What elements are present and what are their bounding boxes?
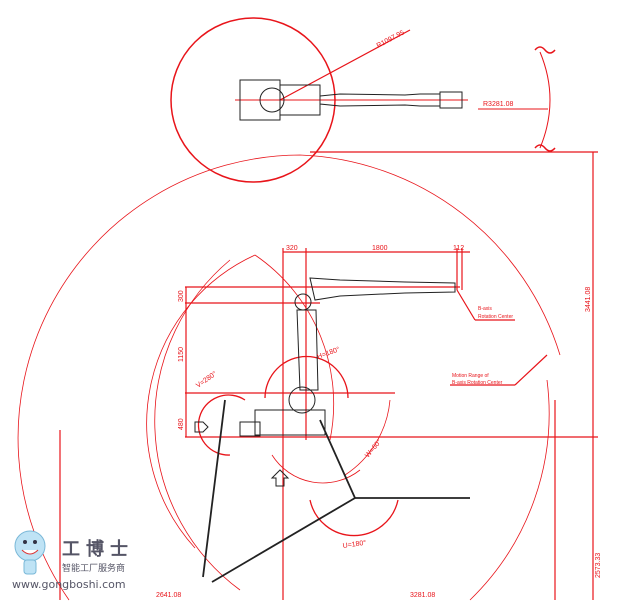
outer-arc-break — [539, 51, 551, 149]
robot-top-view — [239, 79, 463, 121]
dim-480: 480 — [178, 418, 185, 430]
lower-arc — [271, 454, 361, 484]
dim-3441: 3441.08 — [585, 287, 592, 312]
outer-arc-lower-right — [469, 379, 550, 601]
front-arrow-icon — [270, 469, 290, 487]
label-w-angle: W=60° — [363, 438, 383, 460]
leader-r1097 — [279, 29, 411, 101]
dim-2573: 2573.33 — [595, 553, 602, 578]
outer-motion-arc — [17, 154, 561, 601]
label-u-angle: U=180° — [342, 539, 367, 550]
dim-1150: 1150 — [178, 347, 185, 362]
dim-1800: 1800 — [372, 245, 388, 252]
note-b-axis-2: Rotation Center — [478, 314, 513, 320]
watermark-url: www.gongboshi.com — [12, 578, 126, 591]
note-b-axis-1: B-axis — [478, 306, 492, 312]
u-angle-arc — [309, 499, 399, 537]
note-motion-2: B-axis Rotation Center — [452, 380, 503, 386]
label-v-angle: V=280° — [195, 370, 219, 390]
label-r1097: R1097.95 — [376, 29, 406, 49]
note-motion-1: Motion Range of — [452, 373, 489, 379]
label-h-angle: H=180° — [316, 345, 341, 361]
dimension-lines — [59, 151, 598, 600]
watermark-name: 工博士 — [62, 539, 134, 560]
break-mark-bottom — [534, 144, 556, 152]
watermark-mascot-logo — [14, 530, 46, 575]
floor-outline — [202, 399, 470, 583]
robot-side-view — [239, 277, 456, 437]
dim-112: 112 — [453, 245, 464, 252]
inner-motion-arc-left — [146, 254, 256, 549]
watermark-tagline: 智能工厂服务商 — [62, 564, 126, 574]
dim-3281: 3281.08 — [410, 592, 435, 599]
dim-2641: 2641.08 — [156, 592, 181, 599]
mid-motion-arc — [154, 259, 241, 591]
v-angle-arc — [197, 394, 246, 456]
label-r3281: R3281.08 — [483, 101, 513, 108]
inner-motion-arc-right — [254, 254, 335, 441]
break-mark-top — [534, 46, 556, 54]
side-arrow-icon — [194, 421, 209, 433]
dim-300: 300 — [178, 290, 185, 302]
w-axis-arc — [344, 399, 391, 476]
dim-320: 320 — [286, 245, 298, 252]
